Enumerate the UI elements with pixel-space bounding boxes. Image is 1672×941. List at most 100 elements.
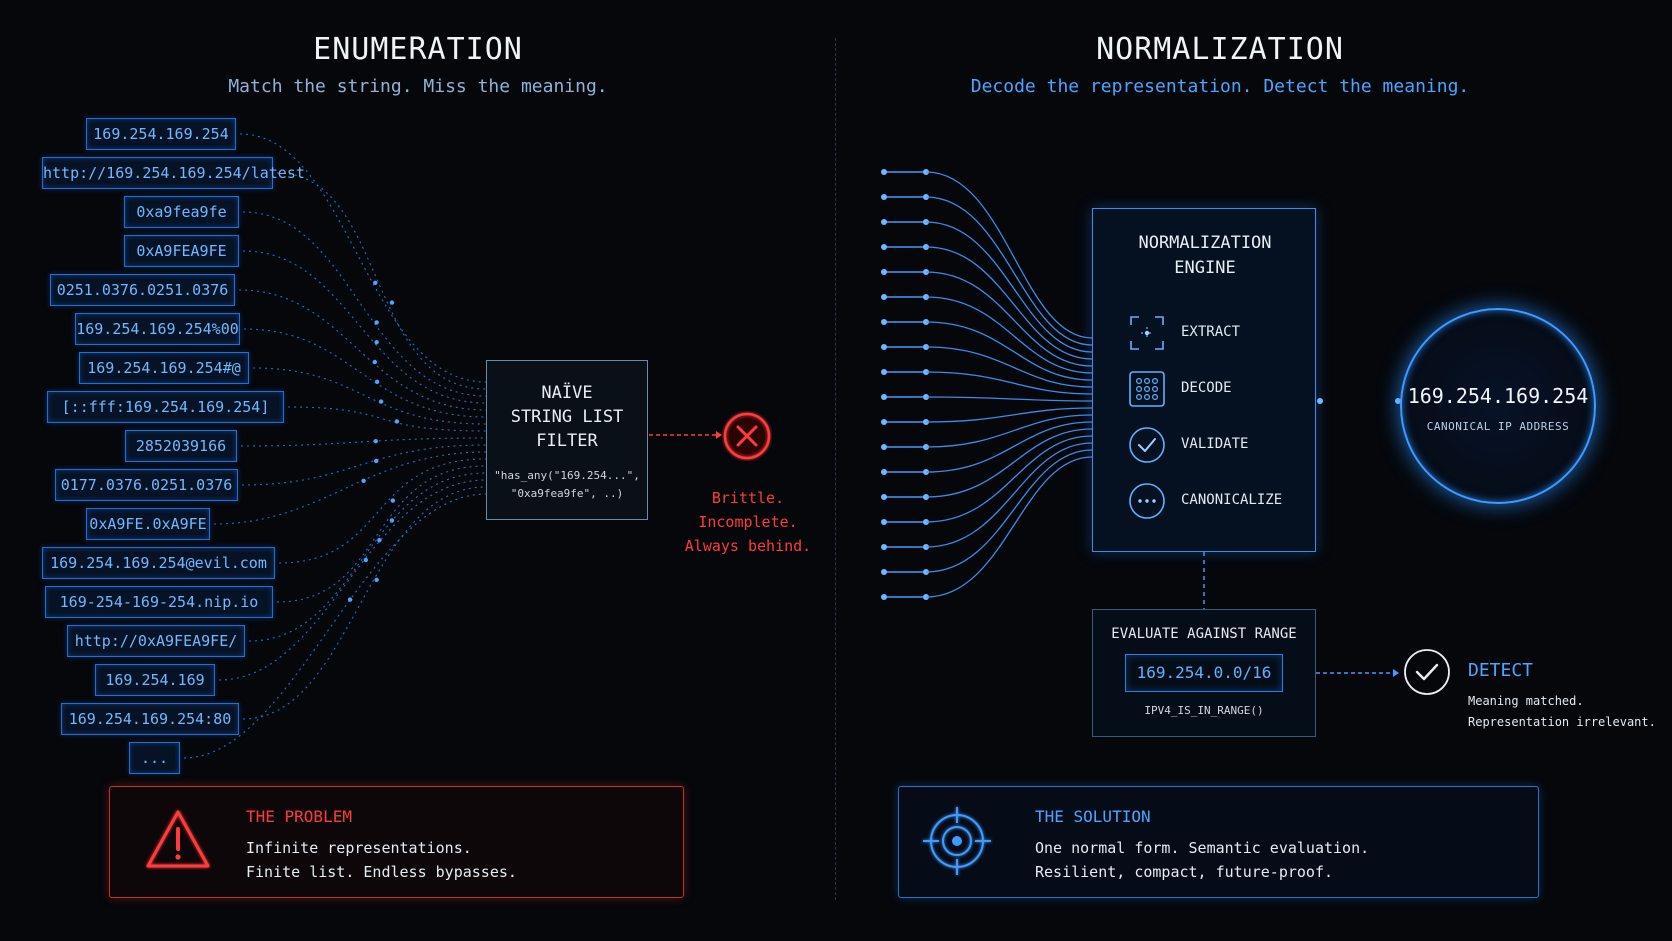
input-node [881, 594, 887, 600]
input-string-box: 169.254.169 [95, 664, 215, 696]
input-wire [218, 479, 487, 681]
detect-arrowhead [1393, 669, 1399, 677]
input-wire [242, 486, 487, 720]
fan-in-wire [925, 321, 1093, 381]
crosshair-target-icon [923, 807, 991, 875]
fan-in-wire [925, 407, 1093, 423]
fan-in-wire [925, 246, 1093, 360]
input-node [881, 519, 887, 525]
input-node [881, 544, 887, 550]
verdict-line: Always behind. [684, 537, 812, 555]
detect-title: DETECT [1468, 660, 1534, 681]
input-node [881, 194, 887, 200]
input-wire [248, 472, 487, 642]
input-string-box: 169.254.169.254%00 [75, 313, 240, 345]
fan-in-wire [925, 421, 1093, 473]
input-string-box: 0xA9FE.0xA9FE [86, 508, 210, 540]
input-node [881, 344, 887, 350]
wire-dot [363, 557, 369, 563]
detect-line: Representation irrelevant. [1468, 715, 1656, 729]
solution-title: THE SOLUTION [1035, 807, 1151, 826]
input-node [881, 219, 887, 225]
input-string-box: 169.254.169.254 [86, 118, 236, 150]
filter-title: NAÏVE STRING LIST FILTER [487, 381, 647, 453]
verdict-line: Incomplete. [698, 513, 798, 531]
input-string-box: 2852039166 [125, 430, 237, 462]
verdict-line: Brittle. [711, 489, 785, 507]
step-label: EXTRACT [1181, 324, 1241, 340]
input-wire [241, 444, 487, 486]
input-node [881, 244, 887, 250]
left-title: ENUMERATION [313, 32, 523, 67]
wire-dot [361, 478, 366, 483]
wire-dot [372, 359, 378, 365]
input-node [881, 469, 887, 475]
filter-title-line: FILTER [536, 431, 598, 451]
input-wire [287, 406, 487, 432]
engine-title-line: ENGINE [1174, 258, 1236, 278]
wire-dot [373, 439, 378, 444]
x-circle-icon [723, 412, 771, 460]
verdict-text: Brittle. Incomplete. Always behind. [680, 486, 816, 558]
check-circle-icon [1129, 427, 1165, 463]
engine-output-dot [1317, 398, 1323, 404]
extract-brackets-icon [1130, 316, 1164, 350]
check-circle-icon [1404, 649, 1450, 695]
wire-dot [389, 300, 395, 305]
wire-dot [394, 419, 400, 424]
filter-title-line: STRING LIST [510, 407, 624, 427]
input-string-box: 0xa9fea9fe [124, 196, 239, 228]
input-node [881, 319, 887, 325]
normalization-engine-box: NORMALIZATION ENGINE EXTRACT DECODE VALI… [1092, 208, 1316, 552]
wire-dot [374, 340, 379, 345]
range-function: IPV4_IS_IN_RANGE() [1144, 704, 1264, 717]
wire-dot [377, 538, 382, 543]
input-node [881, 394, 887, 400]
wire-dot [347, 597, 353, 602]
wire-dot [390, 498, 396, 503]
canonical-label: CANONICAL IP ADDRESS [1426, 420, 1570, 433]
input-string-box: http://169.254.169.254/latest [42, 157, 305, 189]
engine-title-line: NORMALIZATION [1138, 233, 1272, 253]
fan-in-wire [925, 456, 1093, 598]
right-subtitle: Decode the representation. Detect the me… [970, 76, 1470, 97]
problem-title: THE PROBLEM [246, 807, 352, 826]
input-string-box: 0177.0376.0251.0376 [55, 469, 238, 501]
fan-in-wire [925, 442, 1093, 548]
range-value: 169.254.0.0/16 [1125, 654, 1283, 692]
input-node [881, 294, 887, 300]
step-label: VALIDATE [1181, 436, 1249, 452]
fan-in-wire [925, 271, 1093, 367]
input-wire [243, 328, 487, 418]
fan-in-wire [925, 296, 1093, 374]
input-wire [239, 133, 487, 383]
input-string-box: 0251.0376.0251.0376 [50, 274, 235, 306]
right-input-wires [881, 169, 1093, 600]
input-wire [240, 437, 487, 447]
fan-in-wire [925, 196, 1093, 346]
wire-dot [378, 399, 384, 404]
input-string-box: 169.254.169.254#@ [79, 352, 249, 384]
input-node [881, 419, 887, 425]
decode-grid-icon [1129, 371, 1165, 407]
wire-dot [374, 379, 380, 384]
left-subtitle: Match the string. Miss the meaning. [228, 76, 608, 97]
input-string-box: 0xA9FEA9FE [124, 235, 239, 267]
fan-in-wire [925, 414, 1093, 448]
solution-callout: THE SOLUTION One normal form. Semantic e… [898, 786, 1539, 898]
panel-divider [835, 38, 836, 900]
canonical-ip-circle: 169.254.169.254 CANONICAL IP ADDRESS [1400, 308, 1596, 504]
input-node [881, 569, 887, 575]
wire-dot [374, 458, 379, 464]
solution-line: Resilient, compact, future-proof. [1035, 863, 1334, 881]
dots-circle-icon [1129, 483, 1165, 519]
problem-line: Infinite representations. [246, 839, 472, 857]
input-wire [276, 465, 487, 603]
input-node [881, 494, 887, 500]
detect-line: Meaning matched. [1468, 694, 1584, 708]
right-title: NORMALIZATION [1096, 32, 1344, 67]
filter-title-line: NAÏVE [541, 383, 593, 403]
evaluate-title: EVALUATE AGAINST RANGE [1111, 626, 1297, 642]
input-node [881, 269, 887, 275]
